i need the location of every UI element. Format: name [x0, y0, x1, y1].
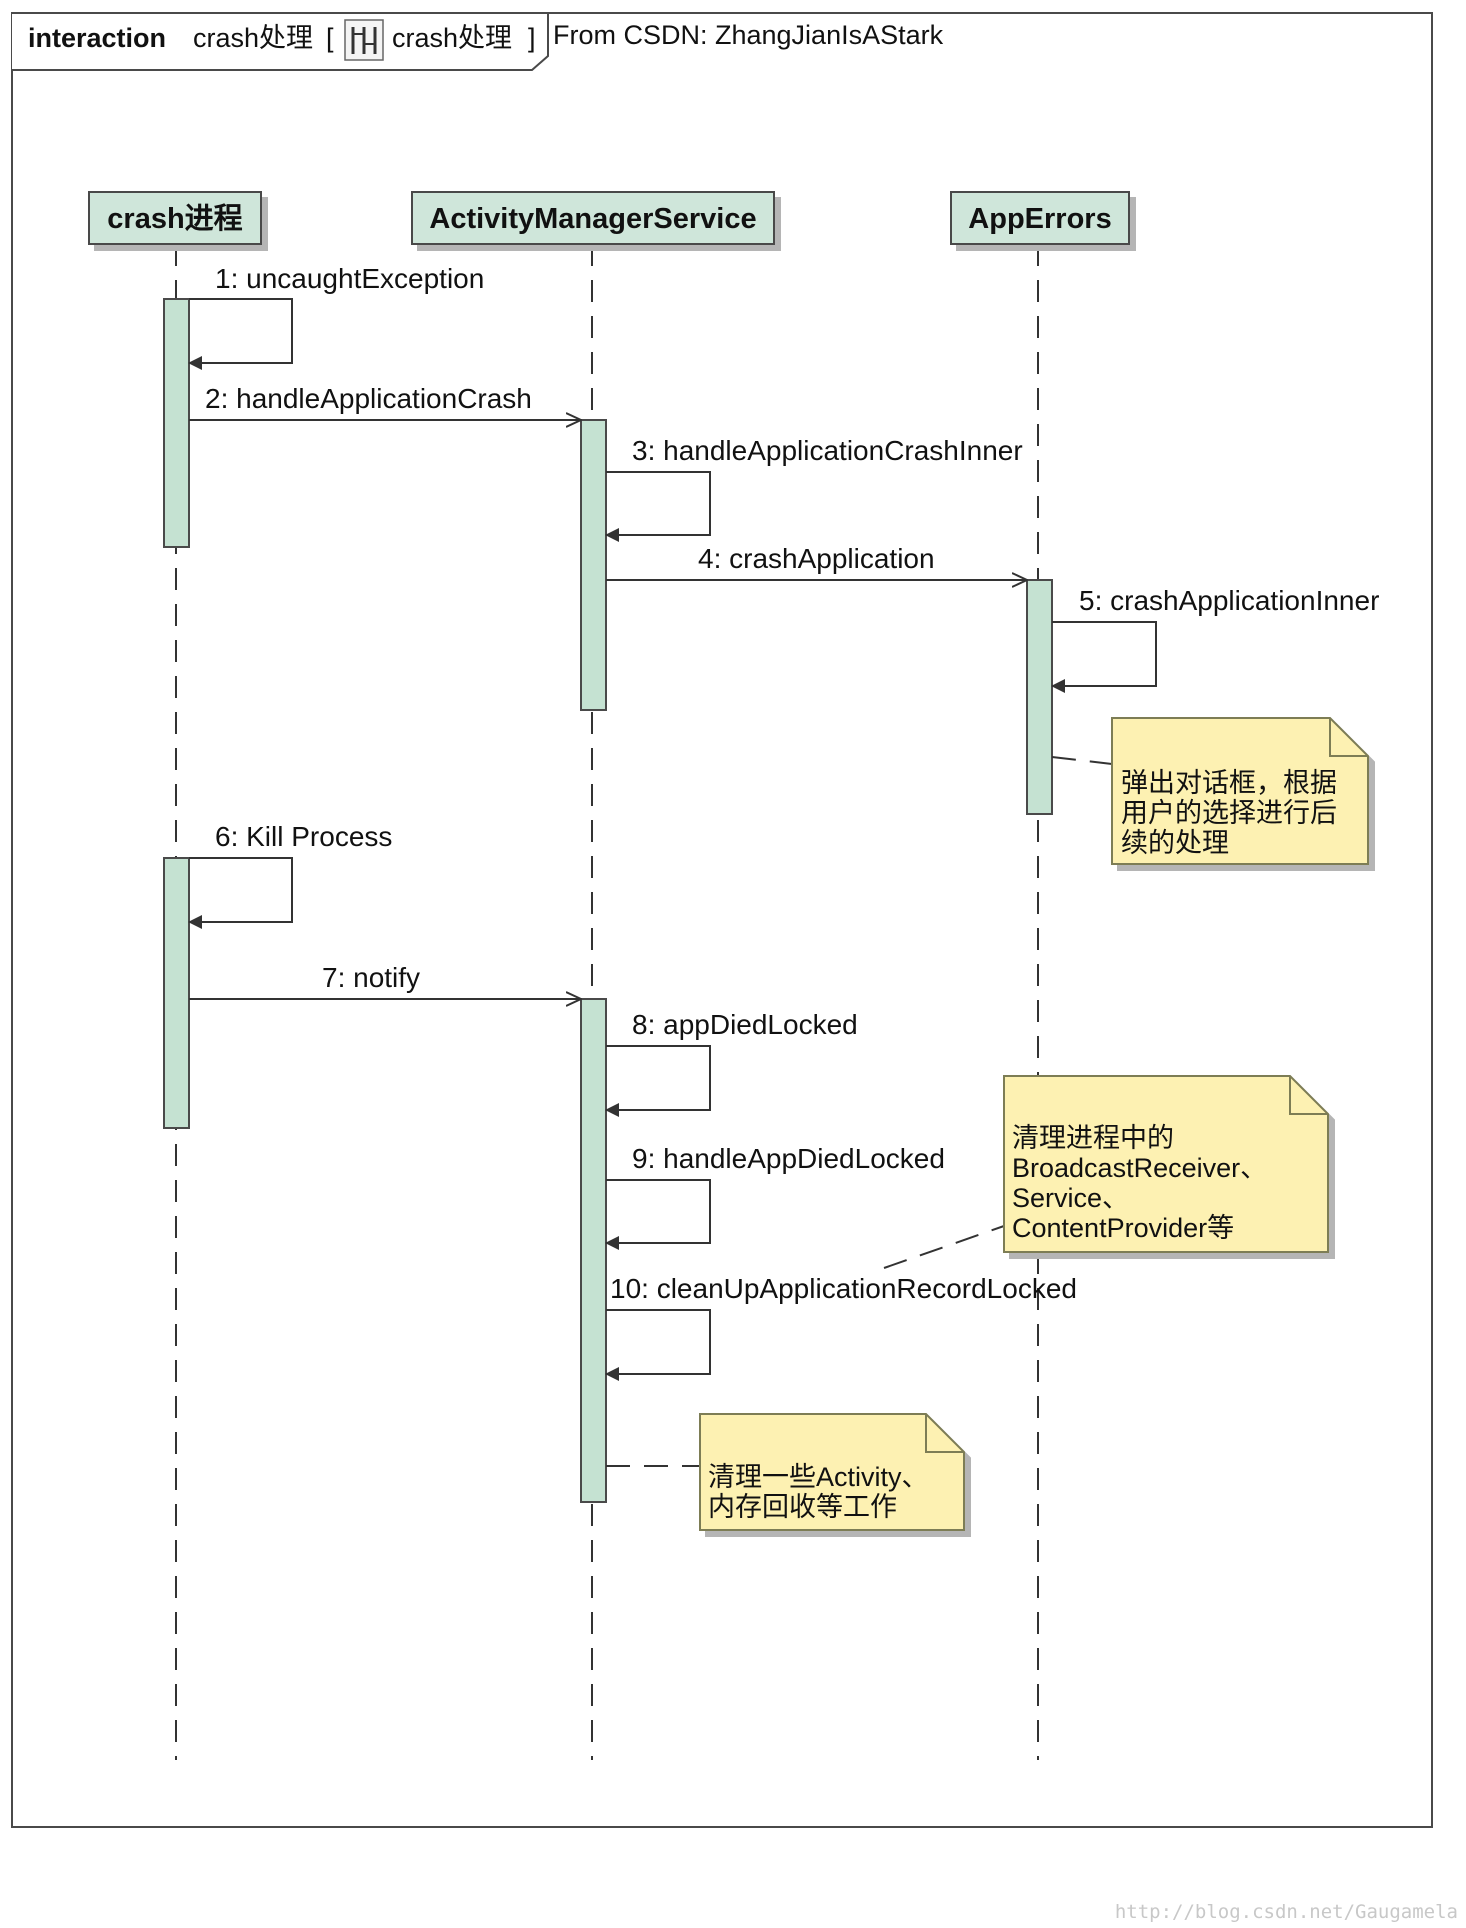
lifeline-head-ams: ActivityManagerService	[411, 191, 775, 245]
frame-bracket-open: [	[326, 23, 334, 53]
activation-apperrors-1	[1026, 579, 1053, 815]
message-3: 3: handleApplicationCrashInner	[605, 435, 1023, 542]
note-dialog: 弹出对话框，根据 用户的选择进行后 续的处理	[1051, 717, 1369, 865]
svg-text:续的处理: 续的处理	[1121, 828, 1229, 858]
svg-text:1: uncaughtException: 1: uncaughtException	[215, 263, 484, 294]
svg-text:3: handleApplicationCrashInner: 3: handleApplicationCrashInner	[632, 435, 1023, 466]
activation-ams-2	[580, 998, 607, 1503]
message-5: 5: crashApplicationInner	[1051, 585, 1379, 693]
svg-text:9: handleAppDiedLocked: 9: handleAppDiedLocked	[632, 1143, 945, 1174]
svg-text:ContentProvider等: ContentProvider等	[1012, 1213, 1234, 1243]
svg-text:6: Kill Process: 6: Kill Process	[215, 821, 392, 852]
frame-source: From CSDN: ZhangJianIsAStark	[553, 20, 944, 50]
svg-text:Service、: Service、	[1012, 1183, 1129, 1213]
svg-text:5: crashApplicationInner: 5: crashApplicationInner	[1079, 585, 1379, 616]
svg-text:AppErrors: AppErrors	[968, 203, 1111, 235]
svg-text:10: cleanUpApplicationRecordLo: 10: cleanUpApplicationRecordLocked	[610, 1273, 1077, 1304]
svg-text:4: crashApplication: 4: crashApplication	[698, 543, 935, 574]
frame-bracket-close: ]	[528, 23, 536, 53]
svg-text:清理一些Activity、: 清理一些Activity、	[708, 1462, 929, 1492]
svg-text:弹出对话框，根据: 弹出对话框，根据	[1121, 768, 1337, 798]
frame-keyword: interaction	[28, 23, 166, 53]
frame-name: crash处理	[193, 23, 313, 53]
activation-ams-1	[580, 419, 607, 711]
lifeline-head-crash: crash进程	[88, 191, 262, 245]
svg-text:ActivityManagerService: ActivityManagerService	[429, 203, 756, 235]
svg-text:内存回收等工作: 内存回收等工作	[708, 1492, 897, 1522]
activation-crash-1	[163, 298, 190, 548]
activation-crash-2	[163, 857, 190, 1129]
message-2: 2: handleApplicationCrash	[189, 383, 581, 420]
frame-ref-name: crash处理	[392, 23, 512, 53]
svg-text:crash进程: crash进程	[107, 202, 242, 235]
svg-text:2: handleApplicationCrash: 2: handleApplicationCrash	[205, 383, 532, 414]
svg-text:7: notify: 7: notify	[322, 962, 420, 993]
svg-text:8: appDiedLocked: 8: appDiedLocked	[632, 1009, 858, 1040]
message-7: 7: notify	[189, 962, 581, 999]
message-8: 8: appDiedLocked	[605, 1009, 858, 1117]
message-4: 4: crashApplication	[606, 543, 1027, 580]
message-6: 6: Kill Process	[188, 821, 392, 929]
message-1: 1: uncaughtException	[188, 263, 484, 370]
sequence-diagram-icon	[344, 19, 384, 61]
message-10: 10: cleanUpApplicationRecordLocked	[605, 1273, 1077, 1381]
frame-title-tab	[12, 12, 549, 71]
lifeline-head-apperrors: AppErrors	[950, 191, 1130, 245]
interaction-frame	[11, 12, 1433, 1828]
watermark-text: http://blog.csdn.net/Gaugamela	[1115, 1901, 1458, 1923]
svg-text:用户的选择进行后: 用户的选择进行后	[1121, 798, 1337, 828]
note-cleanup-components: 清理进程中的 BroadcastReceiver、 Service、 Conte…	[883, 1075, 1329, 1269]
svg-text:BroadcastReceiver、: BroadcastReceiver、	[1012, 1153, 1267, 1183]
svg-text:清理进程中的: 清理进程中的	[1012, 1123, 1174, 1153]
note-cleanup-activities: 清理一些Activity、 内存回收等工作	[606, 1413, 965, 1531]
message-9: 9: handleAppDiedLocked	[605, 1143, 945, 1250]
